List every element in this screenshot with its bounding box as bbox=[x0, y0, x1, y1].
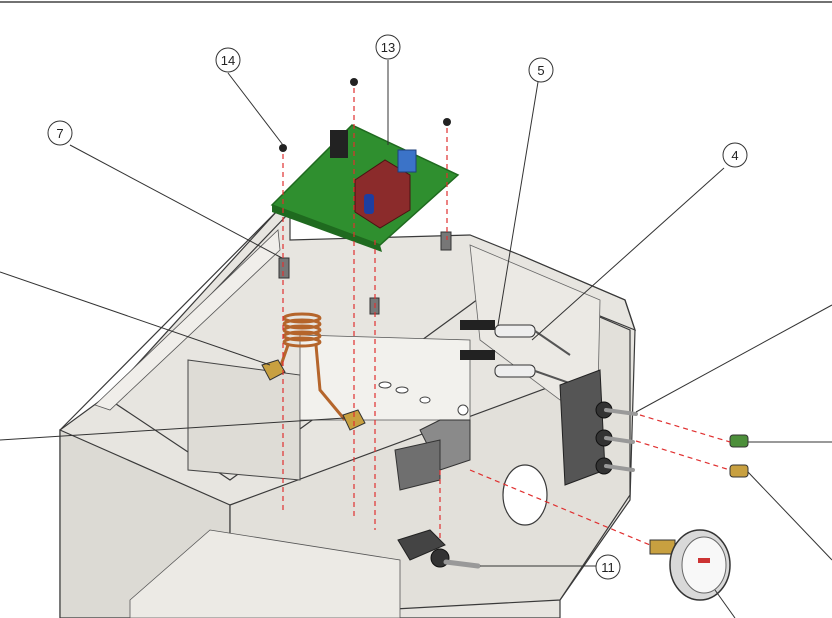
pcb-capacitor bbox=[364, 194, 374, 214]
callout-13-label: 13 bbox=[381, 40, 395, 55]
housing-inner-lip bbox=[94, 229, 281, 411]
pcb-connector bbox=[330, 130, 348, 158]
copper-coil bbox=[261, 312, 366, 431]
lower-inner-panel bbox=[129, 529, 401, 618]
screws bbox=[279, 78, 451, 152]
pressure-gauge bbox=[649, 529, 731, 601]
callout-7: 7 bbox=[47, 120, 73, 146]
callout-11-label: 11 bbox=[601, 560, 615, 575]
callout-4: 4 bbox=[722, 142, 748, 168]
callout-4-label: 4 bbox=[731, 148, 738, 163]
callout-5: 5 bbox=[528, 57, 554, 83]
fitting-green bbox=[729, 434, 749, 448]
screw-left bbox=[279, 144, 287, 152]
divider-plate bbox=[187, 334, 471, 481]
level-probes bbox=[460, 320, 576, 386]
standoff-left bbox=[278, 257, 290, 279]
callout-13: 13 bbox=[375, 34, 401, 60]
pcb-relay bbox=[397, 149, 417, 173]
callout-14-label: 14 bbox=[221, 53, 235, 68]
assembly-guide-lines bbox=[282, 88, 731, 546]
switch-panel bbox=[559, 369, 638, 486]
standoff-right bbox=[440, 231, 452, 251]
callout-14: 14 bbox=[215, 47, 241, 73]
brass-nut-center bbox=[342, 409, 366, 431]
callout-5-label: 5 bbox=[537, 63, 544, 78]
thermostat-knob bbox=[397, 529, 481, 569]
callout-11: 11 bbox=[595, 554, 621, 580]
screw-top bbox=[350, 78, 358, 86]
fitting-brass bbox=[729, 464, 749, 478]
pcb-board bbox=[270, 124, 460, 252]
leader-lines bbox=[0, 60, 832, 618]
brass-nut-left bbox=[261, 359, 286, 381]
housing-round-hole bbox=[502, 464, 548, 526]
fittings bbox=[729, 434, 749, 478]
callout-7-label: 7 bbox=[56, 126, 63, 141]
screw-right bbox=[443, 118, 451, 126]
bracket bbox=[394, 419, 471, 491]
